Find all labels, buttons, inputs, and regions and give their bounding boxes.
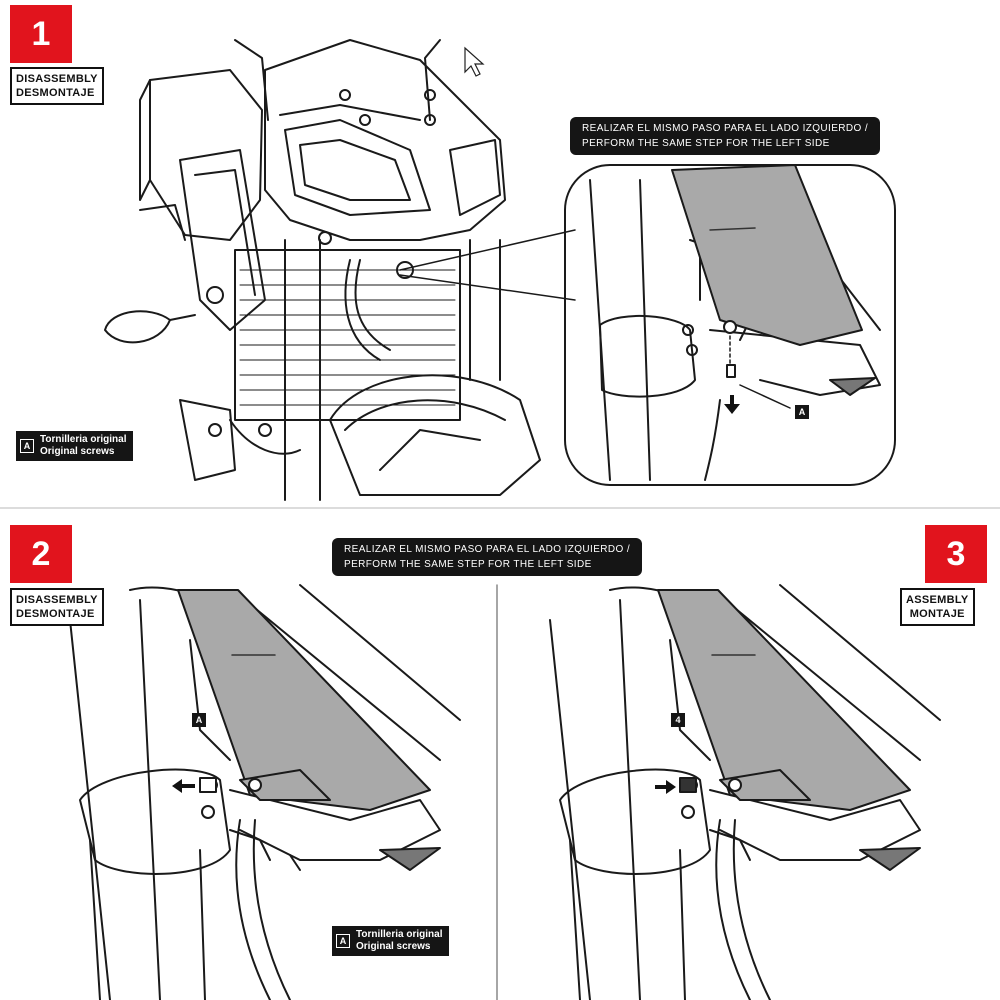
legend-2-line-2: Original screws	[356, 941, 431, 952]
callout-1-line-2: PERFORM THE SAME STEP FOR THE LEFT SIDE	[582, 138, 830, 149]
legend-2-line-1: Tornilleria original	[356, 929, 443, 940]
screw-marker-a-zoom: A	[795, 405, 809, 419]
screw-marker-4-step3: 4	[671, 713, 685, 727]
same-step-callout-1: REALIZAR EL MISMO PASO PARA EL LADO IZQU…	[570, 117, 881, 155]
legend-1-key: A	[20, 439, 34, 453]
step-1-label-en: DISASSEMBLY	[16, 73, 98, 85]
motorcycle-front-drawing	[104, 39, 576, 501]
arrow-right-icon	[655, 780, 676, 794]
step-3-label-en: ASSEMBLY	[906, 594, 969, 606]
step-3-number: 3	[925, 525, 987, 583]
same-step-callout-2: REALIZAR EL MISMO PASO PARA EL LADO IZQU…	[332, 538, 643, 576]
legend-1-line-2: Original screws	[40, 446, 115, 457]
arrow-down-icon	[724, 395, 740, 414]
step3-drawing	[549, 584, 941, 1000]
original-screws-legend-2: A Tornilleria original Original screws	[332, 926, 449, 956]
callout-2-line-2: PERFORM THE SAME STEP FOR THE LEFT SIDE	[344, 559, 592, 570]
callout-1-line-1: REALIZAR EL MISMO PASO PARA EL LADO IZQU…	[582, 123, 869, 134]
step-3-label-es: MONTAJE	[909, 608, 965, 620]
legend-2-key: A	[336, 934, 350, 948]
step-2-label: DISASSEMBLY DESMONTAJE	[10, 588, 104, 626]
step-1-label-es: DESMONTAJE	[16, 87, 95, 99]
step-2-label-es: DESMONTAJE	[16, 608, 95, 620]
callout-2-line-1: REALIZAR EL MISMO PASO PARA EL LADO IZQU…	[344, 544, 631, 555]
screw-marker-a-step2: A	[192, 713, 206, 727]
step-3-label: ASSEMBLY MONTAJE	[900, 588, 975, 626]
arrow-left-icon	[172, 779, 195, 793]
step-2-label-en: DISASSEMBLY	[16, 594, 98, 606]
step-1-number: 1	[10, 5, 72, 63]
step-2-number: 2	[10, 525, 72, 583]
original-screws-legend-1: A Tornilleria original Original screws	[16, 431, 133, 461]
mouse-cursor-icon	[464, 46, 485, 77]
step-1-label: DISASSEMBLY DESMONTAJE	[10, 67, 104, 105]
legend-1-line-1: Tornilleria original	[40, 434, 127, 445]
